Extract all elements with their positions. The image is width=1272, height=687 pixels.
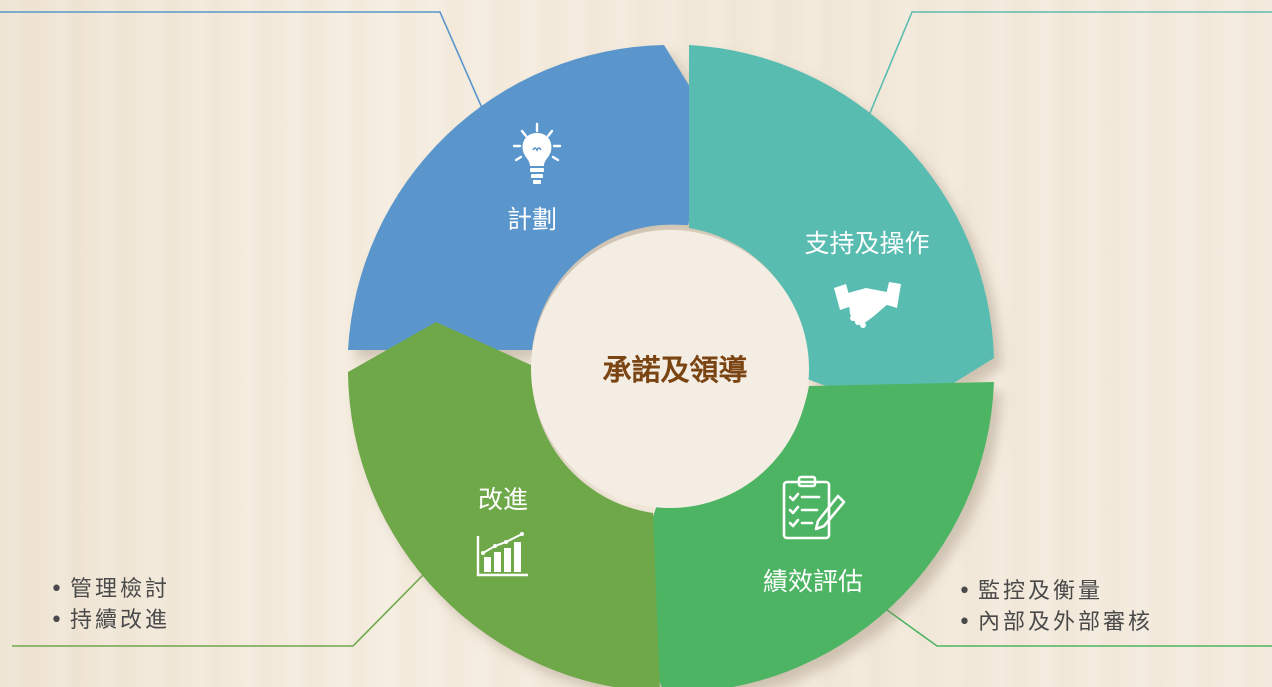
eval-leader-line <box>886 609 1272 647</box>
improve-callout-list: 管理檢討 持續改進 <box>50 574 170 636</box>
lightbulb-icon <box>512 122 562 184</box>
improve-segment[interactable] <box>348 322 660 687</box>
plan-leader-line <box>0 11 483 109</box>
list-item: 管理檢討 <box>50 574 170 605</box>
list-item: 持續改進 <box>50 605 170 636</box>
list-item: 內部及外部審核 <box>958 607 1153 638</box>
support-segment[interactable] <box>689 45 994 414</box>
improve-leader-line <box>12 571 427 647</box>
support-label: 支持及操作 <box>804 229 929 258</box>
list-item: 監控及衡量 <box>958 576 1153 607</box>
eval-label: 績效評估 <box>763 567 863 596</box>
center-circle <box>531 230 809 508</box>
plan-label: 計劃 <box>507 205 557 234</box>
improve-label: 改進 <box>478 485 528 514</box>
clipboard-checklist-icon <box>782 475 846 540</box>
eval-segment[interactable] <box>626 382 994 687</box>
eval-callout-list: 監控及衡量 內部及外部審核 <box>958 576 1153 638</box>
plan-segment[interactable] <box>348 45 718 350</box>
handshake-icon <box>834 282 901 328</box>
center-label: 承諾及領導 <box>602 353 747 387</box>
support-leader-line <box>869 11 1272 114</box>
bar-chart-icon <box>476 532 528 577</box>
